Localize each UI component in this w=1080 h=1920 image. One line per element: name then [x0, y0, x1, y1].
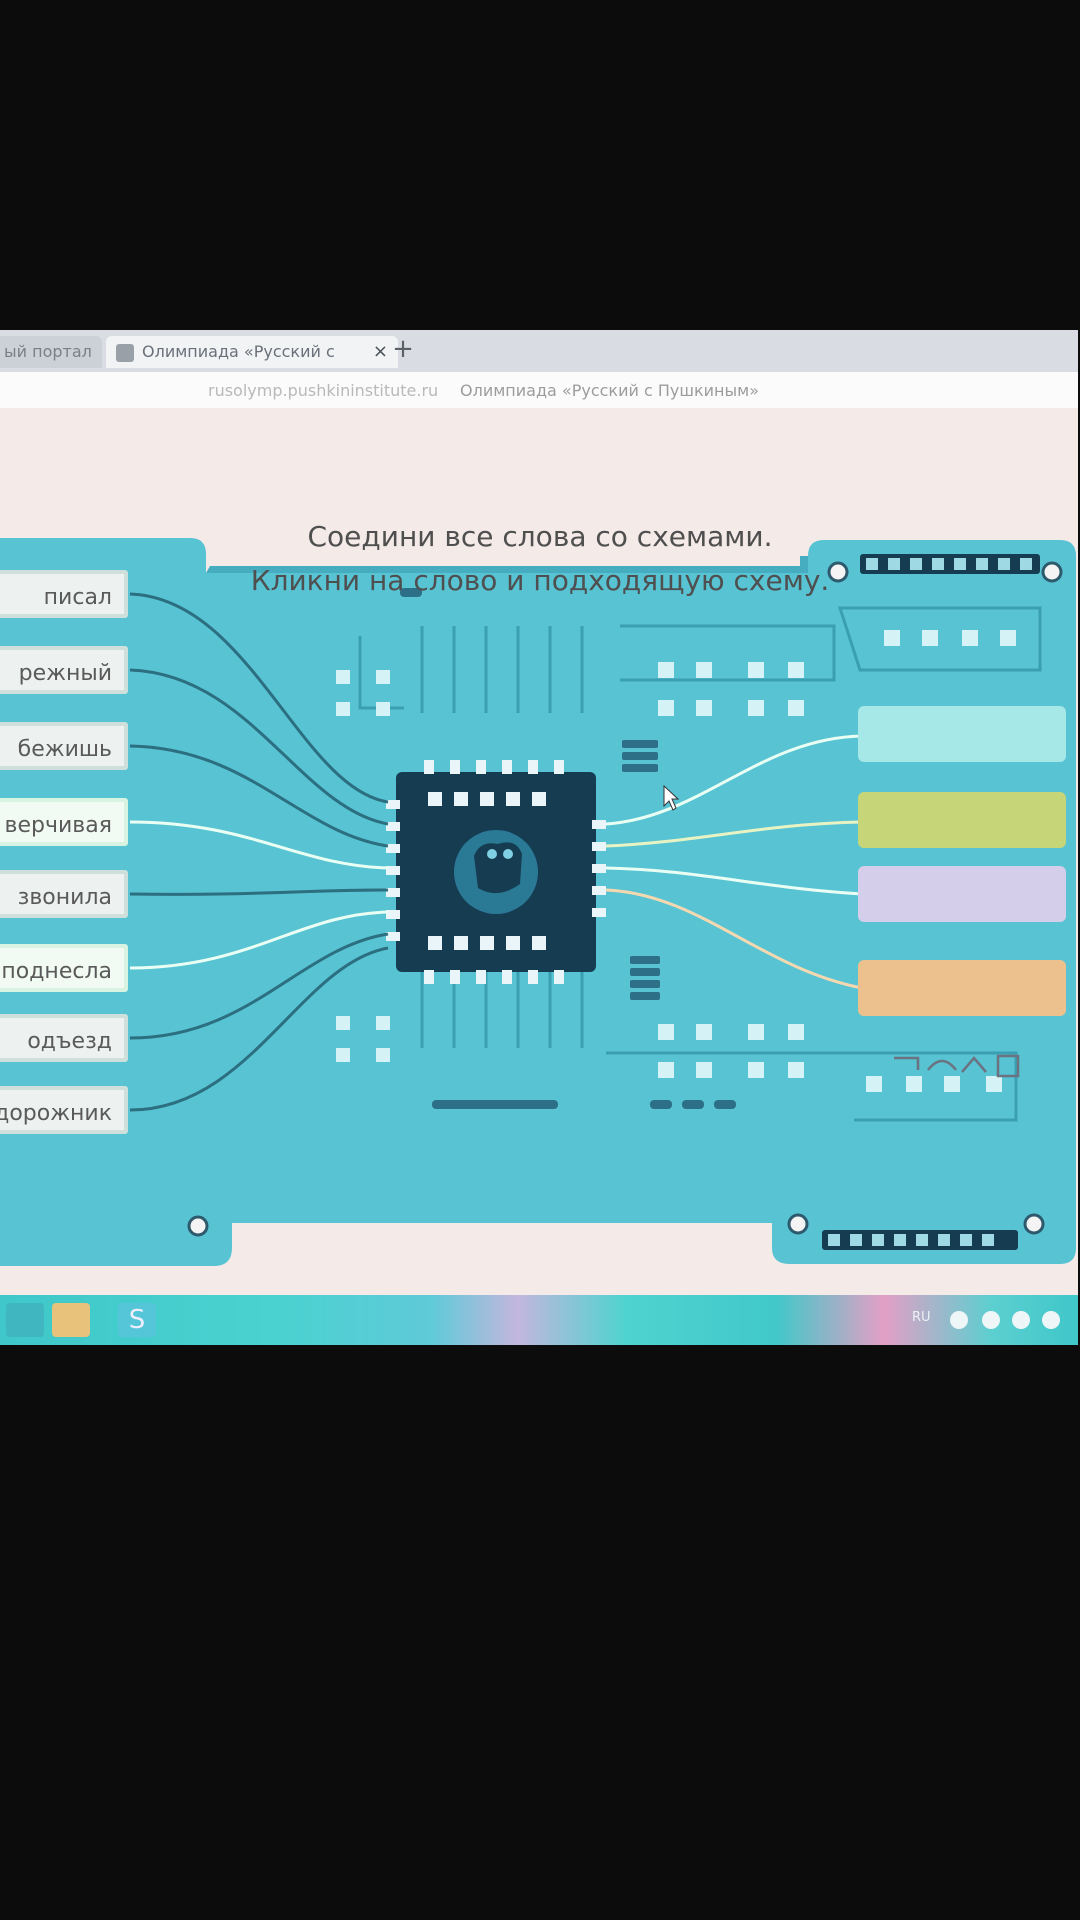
- scheme-wires: [605, 734, 863, 990]
- scheme-card-2[interactable]: [858, 792, 1066, 848]
- word-card-2[interactable]: режный: [0, 646, 128, 694]
- mouse-cursor-icon: [663, 784, 680, 811]
- favicon-icon: [116, 343, 134, 362]
- app-icon[interactable]: [52, 1303, 90, 1337]
- tab-active-label: Олимпиада «Русский с: [142, 342, 335, 361]
- yandex-icon[interactable]: [982, 1311, 1000, 1329]
- word-card-5[interactable]: звонила: [0, 870, 128, 918]
- chip-pins: [386, 760, 606, 984]
- scheme-card-4[interactable]: [858, 960, 1066, 1016]
- word-card-8[interactable]: дорожник: [0, 1086, 128, 1134]
- word-card-6[interactable]: поднесла: [0, 944, 128, 992]
- morpheme-root-icon: [927, 1059, 957, 1071]
- os-taskbar: S RU: [0, 1295, 1078, 1345]
- new-tab-button[interactable]: +: [392, 334, 414, 364]
- circuit-board: [0, 538, 1076, 1266]
- mascot-eye: [487, 849, 497, 859]
- morpheme-suffix-icon: [961, 1056, 987, 1073]
- monitor-screen: ый портал Олимпиада «Русский с × + rusol…: [0, 330, 1078, 1345]
- pads-group: [336, 630, 1016, 1092]
- word-card-7[interactable]: одъезд: [0, 1014, 128, 1062]
- word-card-4[interactable]: верчивая: [0, 798, 128, 846]
- language-indicator[interactable]: RU: [912, 1310, 931, 1325]
- close-icon[interactable]: ×: [372, 341, 388, 362]
- mascot-creature: [474, 842, 522, 894]
- small-components: [400, 588, 736, 1109]
- mounting-holes: [187, 561, 1063, 1237]
- mascot-eye: [503, 849, 513, 859]
- page-content: Соедини все слова со схемами. Кликни на …: [0, 408, 1078, 1295]
- start-button[interactable]: [6, 1303, 44, 1337]
- scheme-card-1[interactable]: [858, 706, 1066, 762]
- word-card-1[interactable]: писал: [0, 570, 128, 618]
- url-text: rusolymp.pushkininstitute.ru: [208, 381, 439, 400]
- skype-icon[interactable]: S: [118, 1303, 156, 1337]
- address-bar[interactable]: rusolymp.pushkininstitute.ru Олимпиада «…: [0, 372, 1078, 409]
- network-icon[interactable]: [1042, 1311, 1060, 1329]
- scheme-card-3[interactable]: [858, 866, 1066, 922]
- connector-pins: [828, 558, 1032, 1246]
- volume-icon[interactable]: [1012, 1311, 1030, 1329]
- word-card-3[interactable]: бежишь: [0, 722, 128, 770]
- morpheme-prefix-icon: [894, 1056, 920, 1070]
- tab-previous[interactable]: ый портал: [0, 336, 102, 368]
- page-title: Олимпиада «Русский с Пушкиным»: [460, 381, 759, 400]
- word-wires: [129, 592, 389, 1112]
- morpheme-ending-icon: [996, 1054, 1020, 1078]
- flag-icon[interactable]: [950, 1311, 968, 1329]
- instruction-line-2: Кликни на слово и подходящую схему.: [250, 564, 830, 597]
- tab-active[interactable]: Олимпиада «Русский с ×: [106, 336, 398, 368]
- browser-tab-bar: ый портал Олимпиада «Русский с × +: [0, 330, 1078, 372]
- connector-top-right: [860, 554, 1040, 574]
- board-edge: [206, 556, 808, 573]
- instruction-line-1: Соедини все слова со схемами.: [307, 520, 773, 553]
